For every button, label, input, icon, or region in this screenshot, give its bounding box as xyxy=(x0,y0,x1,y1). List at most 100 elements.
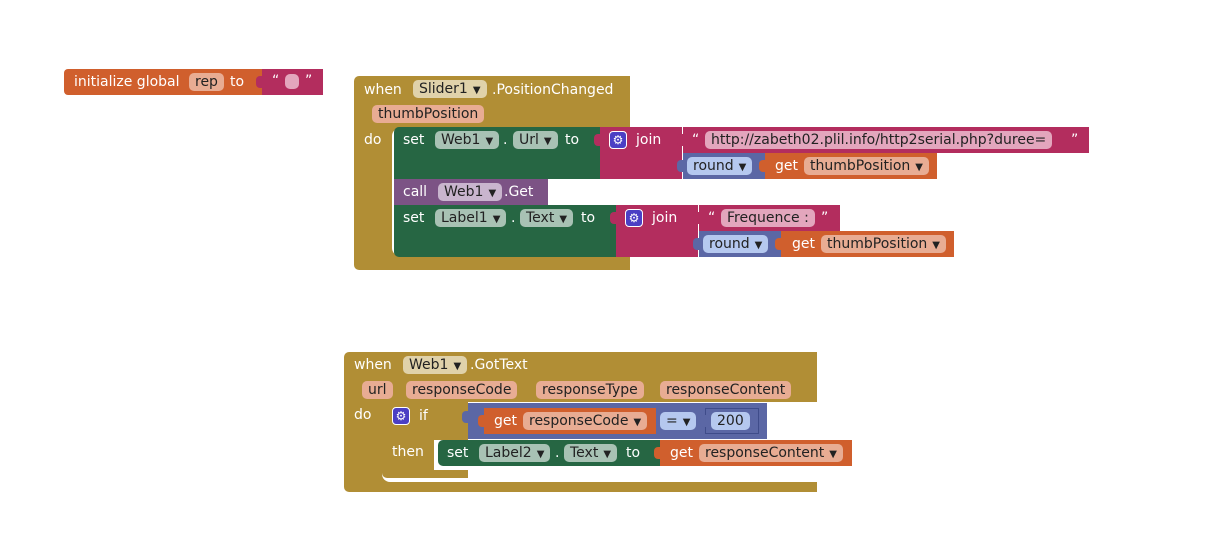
to-keyword: to xyxy=(230,74,245,90)
url-text-block[interactable]: “ http://zabeth02.plil.info/http2serial.… xyxy=(677,127,1089,153)
dot-separator: . xyxy=(511,210,516,226)
number-field[interactable]: 200 xyxy=(711,412,750,430)
get-thumbposition-block-label[interactable]: get thumbPosition▼ xyxy=(775,231,954,257)
to-keyword: to xyxy=(581,210,596,226)
do-keyword: do xyxy=(354,407,372,423)
event-name: .GotText xyxy=(470,357,528,373)
dropdown-arrow-icon: ▼ xyxy=(682,417,691,428)
get-responsecode-block[interactable]: get responseCode▼ xyxy=(478,408,656,434)
set-label1-text-block[interactable]: set Label1▼ . Text▼ to xyxy=(394,205,616,257)
web1-component-name: Web1 xyxy=(409,357,449,373)
get-variable-dropdown[interactable]: responseCode▼ xyxy=(523,412,648,430)
web1-component-name: Web1 xyxy=(441,132,481,148)
url-text-field[interactable]: http://zabeth02.plil.info/http2serial.ph… xyxy=(705,131,1053,149)
web1-component-dropdown[interactable]: Web1 ▼ xyxy=(435,131,500,149)
get-variable-name: thumbPosition xyxy=(810,158,911,174)
label2-component-name: Label2 xyxy=(485,445,532,461)
dot-separator: . xyxy=(503,132,508,148)
dropdown-arrow-icon: ▼ xyxy=(485,136,494,147)
get-responsecontent-block[interactable]: get responseContent ▼ xyxy=(654,440,852,466)
text-open-quote: “ xyxy=(272,73,280,89)
number-block[interactable]: 200 xyxy=(700,408,759,434)
event-name: .PositionChanged xyxy=(492,82,614,98)
method-name: .Get xyxy=(504,184,534,200)
dropdown-arrow-icon: ▼ xyxy=(829,449,837,460)
dot-separator: . xyxy=(555,445,560,461)
dropdown-arrow-icon: ▼ xyxy=(603,449,612,460)
round-operation-dropdown[interactable]: round▼ xyxy=(703,235,769,253)
frequence-text-field[interactable]: Frequence : xyxy=(721,209,815,227)
text-block-connector xyxy=(693,212,701,224)
dropdown-arrow-icon: ▼ xyxy=(453,361,462,372)
initialize-global-block[interactable]: initialize global rep to xyxy=(64,69,266,95)
event-param-thumbposition[interactable]: thumbPosition xyxy=(372,105,485,123)
dropdown-arrow-icon: ▼ xyxy=(536,449,545,460)
get-variable-dropdown[interactable]: responseContent ▼ xyxy=(699,444,843,462)
text-open-quote: “ xyxy=(692,132,700,148)
url-property-dropdown[interactable]: Url ▼ xyxy=(513,131,558,149)
label1-component-name: Label1 xyxy=(441,210,488,226)
get-connector xyxy=(759,160,767,172)
slider-component-name: Slider1 xyxy=(419,81,468,97)
text-property-name: Text xyxy=(570,445,599,461)
text-property-dropdown[interactable]: Text ▼ xyxy=(564,444,618,462)
round-connector xyxy=(693,238,701,250)
global-variable-name-field[interactable]: rep xyxy=(189,73,224,91)
web1-component-dropdown[interactable]: Web1 ▼ xyxy=(403,356,468,374)
join-keyword: join xyxy=(652,210,678,226)
text-open-quote: “ xyxy=(708,210,716,226)
compare-operator-dropdown[interactable]: =▼ xyxy=(660,412,697,430)
slider-component-dropdown[interactable]: Slider1 ▼ xyxy=(413,80,487,98)
when-keyword: when xyxy=(354,357,392,373)
round-operation-name: round xyxy=(709,236,750,252)
round-block-label[interactable]: round▼ xyxy=(693,231,781,257)
join-label-block[interactable]: ⚙ join xyxy=(610,205,698,257)
dropdown-arrow-icon: ▼ xyxy=(559,214,568,225)
empty-text-field[interactable] xyxy=(285,74,299,89)
label2-component-dropdown[interactable]: Label2 ▼ xyxy=(479,444,551,462)
mutator-gear-icon[interactable]: ⚙ xyxy=(625,209,643,227)
dropdown-arrow-icon: ▼ xyxy=(543,136,552,147)
get-connector xyxy=(478,415,486,427)
frequence-text-block[interactable]: “ Frequence : ” xyxy=(693,205,840,231)
number-connector xyxy=(700,415,708,427)
event-param-responsecontent[interactable]: responseContent xyxy=(660,381,792,399)
round-block-url[interactable]: round▼ xyxy=(677,153,765,179)
set-keyword: set xyxy=(403,132,425,148)
dropdown-arrow-icon: ▼ xyxy=(932,240,940,251)
get-variable-dropdown[interactable]: thumbPosition▼ xyxy=(804,157,929,175)
web1-component-name: Web1 xyxy=(444,184,484,200)
dropdown-arrow-icon: ▼ xyxy=(492,214,501,225)
text-close-quote: ” xyxy=(821,210,829,226)
get-variable-name: responseContent xyxy=(705,445,825,461)
get-variable-dropdown[interactable]: thumbPosition▼ xyxy=(821,235,946,253)
web1-component-dropdown[interactable]: Web1▼ xyxy=(438,183,503,201)
compare-operator: = xyxy=(666,413,678,429)
when-keyword: when xyxy=(364,82,402,98)
mutator-gear-icon[interactable]: ⚙ xyxy=(392,407,410,425)
get-thumbposition-block-url[interactable]: get thumbPosition▼ xyxy=(759,153,937,179)
text-property-name: Text xyxy=(526,210,555,226)
get-keyword: get xyxy=(775,158,798,174)
event-param-responsetype[interactable]: responseType xyxy=(536,381,644,399)
mutator-gear-icon[interactable]: ⚙ xyxy=(609,131,627,149)
text-property-dropdown[interactable]: Text ▼ xyxy=(520,209,574,227)
to-keyword: to xyxy=(626,445,641,461)
dropdown-arrow-icon: ▼ xyxy=(633,417,642,428)
get-keyword: get xyxy=(670,445,693,461)
call-web1-get-block[interactable]: call Web1▼ .Get xyxy=(394,179,548,205)
set-keyword: set xyxy=(447,445,469,461)
join-url-block[interactable]: ⚙ join xyxy=(594,127,682,179)
empty-text-block[interactable]: “ ” xyxy=(256,69,323,95)
event-param-responsecode[interactable]: responseCode xyxy=(406,381,518,399)
compare-connector xyxy=(462,411,470,423)
label1-component-dropdown[interactable]: Label1 ▼ xyxy=(435,209,507,227)
if-keyword: if xyxy=(419,408,428,424)
dropdown-arrow-icon: ▼ xyxy=(472,85,481,96)
url-property-name: Url xyxy=(519,132,539,148)
set-web1-url-block[interactable]: set Web1▼ . Url▼ to xyxy=(394,127,600,179)
round-operation-dropdown[interactable]: round▼ xyxy=(687,157,753,175)
join-connector xyxy=(594,134,602,146)
set-label2-text-block[interactable]: set Label2 ▼ . Text ▼ to xyxy=(438,440,660,466)
event-param-url[interactable]: url xyxy=(362,381,393,399)
